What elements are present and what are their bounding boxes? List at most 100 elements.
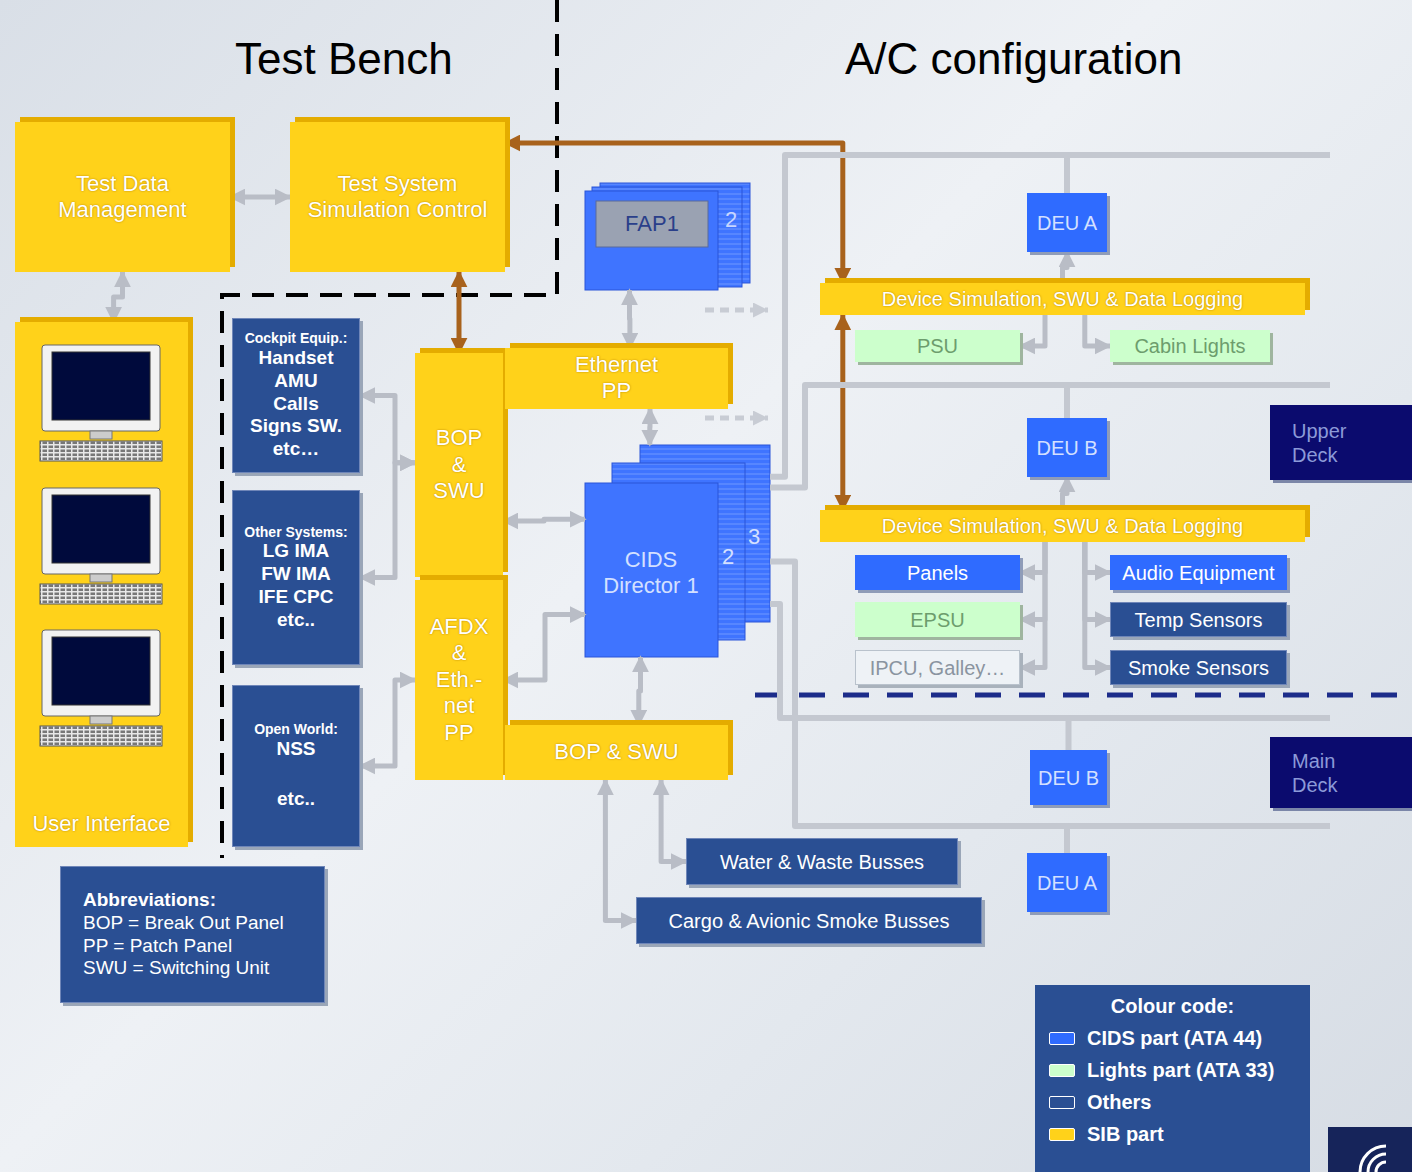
node-text: NSS: [276, 738, 315, 761]
connector-arrow: [1085, 315, 1110, 346]
deu-unit: DEU A: [1027, 853, 1107, 912]
system-box: Cockpit Equip.:Handset AMU Calls Signs S…: [232, 318, 360, 473]
legend-row: Lights part (ATA 33): [1049, 1059, 1310, 1082]
bus-line: [1067, 155, 1330, 826]
connector-arrow: [1085, 542, 1110, 620]
legend-row: Others: [1049, 1091, 1310, 1114]
connector-arrow: [1020, 315, 1045, 346]
connector-arrow: [605, 780, 636, 921]
deu-unit: DEU B: [1027, 418, 1107, 477]
connector-arrow: [360, 680, 415, 766]
lights-box: Cabin Lights: [1110, 330, 1270, 362]
connector-arrow: [457, 272, 462, 353]
node-text: Cargo & Avionic Smoke Busses: [669, 909, 950, 933]
connector-arrow: [647, 409, 652, 445]
node-text: Cabin Lights: [1134, 334, 1245, 358]
node-text: Panels: [907, 561, 968, 585]
connector-arrow: [360, 463, 415, 578]
logo: [1328, 1127, 1412, 1172]
connector-arrow: [1063, 252, 1068, 283]
connector-arrow: [503, 519, 585, 521]
node-text: LG IMA FW IMA IFE CPC etc..: [256, 540, 336, 631]
legend-swatch: [1049, 1128, 1075, 1141]
connector-arrow: [230, 195, 290, 200]
connector-arrow: [1020, 542, 1045, 620]
connector-arrow: [505, 143, 843, 283]
deu-unit: DEU B: [1030, 750, 1107, 805]
node-text: BOP & SWU: [554, 739, 678, 765]
system-box: Other Systems:LG IMA FW IMA IFE CPC etc.…: [232, 490, 360, 665]
user-interface: User Interface: [15, 322, 188, 847]
node-text: DEU A: [1037, 871, 1097, 895]
connector-arrow: [1085, 542, 1110, 573]
legend-swatch: [1049, 1096, 1075, 1109]
deck-box: Upper Deck: [1270, 405, 1412, 480]
connector-arrow: [661, 780, 686, 862]
connector-arrow: [360, 396, 415, 463]
node-text: BOP = Break Out Panel: [83, 912, 284, 935]
device-box: Panels: [855, 555, 1020, 590]
deck-divider: [755, 693, 1412, 698]
legend-panel: Colour code: CIDS part (ATA 44) Lights par…: [1035, 985, 1310, 1172]
node-text: AFDX & Eth.-net PP: [427, 614, 491, 746]
legend-text: CIDS part (ATA 44): [1087, 1027, 1262, 1050]
simulation-band: Device Simulation, SWU & Data Logging: [820, 283, 1305, 315]
device-box: IPCU, Galley…: [855, 650, 1020, 685]
deu-unit: DEU A: [1027, 193, 1107, 252]
sib-box: Test System Simulation Control: [290, 122, 505, 272]
section-heading: A/C configuration: [845, 34, 1183, 84]
connector-arrow: [114, 272, 123, 322]
node-text: Temp Sensors: [1135, 608, 1263, 632]
node-text: FAP1: [625, 211, 679, 237]
node-text: Smoke Sensors: [1128, 656, 1269, 680]
node-text: Upper Deck: [1292, 419, 1362, 467]
legend-row: SIB part: [1049, 1123, 1310, 1146]
node-text: User Interface: [32, 811, 170, 837]
simulation-band: Device Simulation, SWU & Data Logging: [820, 510, 1305, 542]
connector-arrow: [1020, 542, 1045, 573]
node-text: Open World:: [254, 721, 338, 738]
legend-swatch: [1049, 1064, 1075, 1077]
legend-text: Lights part (ATA 33): [1087, 1059, 1274, 1082]
legend-title: Colour code:: [1049, 995, 1296, 1018]
patch-panel: AFDX & Eth.-net PP: [415, 580, 503, 780]
node-text: DEU B: [1038, 766, 1099, 790]
legend-text: SIB part: [1087, 1123, 1164, 1146]
monitor-illustration: [15, 322, 188, 847]
card-stack: [585, 183, 770, 657]
node-text: Handset AMU Calls Signs SW. etc…: [250, 347, 342, 461]
connector-arrow: [1063, 477, 1068, 510]
bus-connector: [770, 562, 1067, 853]
system-box: Open World:NSSetc..: [232, 685, 360, 847]
lights-box: PSU: [855, 330, 1020, 362]
node-text: DEU A: [1037, 211, 1097, 235]
node-text: DEU B: [1036, 436, 1097, 460]
legend-row: CIDS part (ATA 44): [1049, 1027, 1310, 1050]
node-text: 2: [725, 207, 737, 233]
bus-connector: [770, 604, 1069, 750]
node-text: IPCU, Galley…: [870, 656, 1006, 680]
node-text: 2: [722, 544, 734, 570]
patch-panel: BOP & SWU: [505, 725, 728, 780]
bus-connector: [770, 155, 1067, 477]
deck-box: Main Deck: [1270, 737, 1412, 808]
node-text: CIDS Director 1: [591, 547, 711, 600]
connector-arrow: [639, 657, 641, 725]
connector-arrow: [627, 290, 632, 348]
bus-box: Cargo & Avionic Smoke Busses: [636, 897, 982, 944]
connector-arrow: [1085, 542, 1110, 668]
node-text: Device Simulation, SWU & Data Logging: [882, 514, 1243, 538]
device-box: Temp Sensors: [1110, 602, 1287, 637]
lights-box: EPSU: [855, 602, 1020, 637]
node-text: Other Systems:: [244, 524, 347, 541]
node-text: Abbreviations:: [83, 889, 216, 912]
legend-text: Others: [1087, 1091, 1151, 1114]
section-heading: Test Bench: [235, 34, 453, 84]
node-text: Water & Waste Busses: [720, 850, 924, 874]
connector-arrow: [503, 615, 585, 680]
node-text: SWU = Switching Unit: [83, 957, 269, 980]
node-text: Ethernet PP: [562, 352, 672, 405]
bus-connector: [770, 385, 1067, 487]
node-text: PP = Patch Panel: [83, 935, 232, 958]
card-stack: CIDS Director 123: [585, 445, 770, 657]
